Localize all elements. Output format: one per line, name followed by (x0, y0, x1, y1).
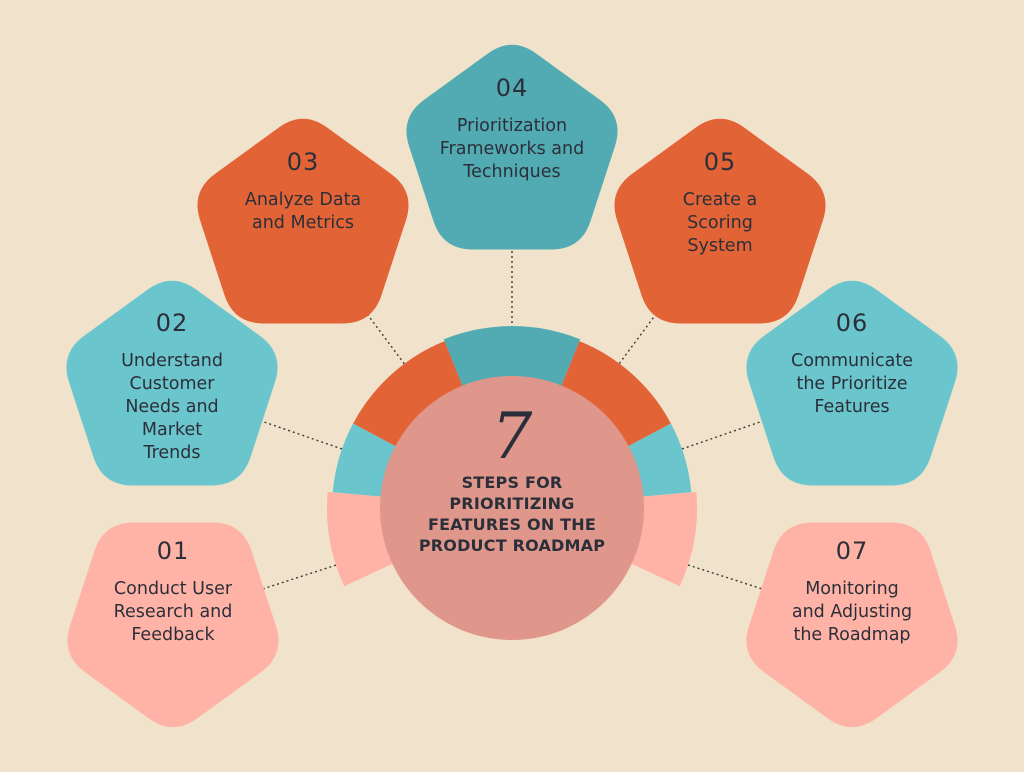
step-text-line: System (687, 236, 753, 256)
step-text-line: Conduct User (113, 579, 233, 599)
center-title-line: FEATURES ON THE (427, 515, 597, 534)
step-shapes (66, 44, 958, 728)
step-text-line: Feedback (131, 625, 215, 645)
center-title: STEPS FOR PRIORITIZING FEATURES ON THE P… (385, 472, 639, 556)
step-03: 03 Analyze Data and Metrics (203, 148, 403, 235)
step-number: 04 (495, 74, 529, 102)
step-text: Communicate the Prioritize Features (752, 350, 952, 419)
step-text-line: the Prioritize (796, 374, 908, 394)
step-text: Understand Customer Needs and Market Tre… (72, 350, 272, 465)
connector-line (677, 417, 772, 452)
center-ring (326, 326, 698, 587)
step-text-line: Market (141, 420, 203, 440)
ring-segment (353, 341, 467, 452)
step-pentagon (406, 44, 618, 250)
ring-segment (443, 326, 581, 397)
step-text-line: and Metrics (251, 213, 354, 233)
step-text-line: Techniques (463, 162, 561, 182)
step-pentagon (614, 118, 826, 324)
step-number: 05 (703, 148, 737, 176)
step-pentagon (746, 522, 958, 728)
connector-line (678, 561, 772, 593)
step-text: Monitoring and Adjusting the Roadmap (752, 578, 952, 647)
step-pentagon (66, 280, 278, 486)
step-number: 07 (835, 537, 869, 565)
connector-line (253, 561, 346, 593)
step-pentagon (746, 280, 958, 486)
step-05: 05 Create a Scoring System (620, 148, 820, 258)
step-text-line: the Roadmap (793, 625, 911, 645)
step-06: 06 Communicate the Prioritize Features (752, 309, 952, 419)
step-text-line: Features (814, 397, 890, 417)
step-number: 01 (156, 537, 190, 565)
ring-segment (557, 341, 671, 452)
step-text: Conduct User Research and Feedback (73, 578, 273, 647)
step-text-line: Needs and (125, 397, 219, 417)
step-text: Create a Scoring System (620, 189, 820, 258)
step-number: 03 (286, 148, 320, 176)
step-text-line: Customer (129, 374, 215, 394)
step-02: 02 Understand Customer Needs and Market … (72, 309, 272, 465)
step-text: Analyze Data and Metrics (203, 189, 403, 235)
step-01: 01 Conduct User Research and Feedback (73, 537, 273, 647)
center-numeral: 7 (492, 400, 533, 474)
center-title-line: PRIORITIZING (449, 494, 575, 513)
center-title-line: STEPS FOR (461, 473, 563, 492)
step-text: Prioritization Frameworks and Techniques (402, 115, 622, 184)
step-text-line: Research and (113, 602, 233, 622)
step-text-line: Analyze Data (244, 190, 362, 210)
step-text-line: and Adjusting (791, 602, 913, 622)
step-07: 07 Monitoring and Adjusting the Roadmap (752, 537, 952, 647)
connector-lines (252, 239, 772, 593)
step-text-line: Trends (143, 443, 201, 463)
step-text-line: Communicate (790, 351, 914, 371)
step-number: 02 (155, 309, 189, 337)
step-text-line: Understand (121, 351, 223, 371)
step-text-line: Frameworks and (439, 139, 585, 159)
center-title-line: PRODUCT ROADMAP (418, 536, 606, 555)
step-text-line: Monitoring (805, 579, 899, 599)
step-04: 04 Prioritization Frameworks and Techniq… (402, 74, 622, 184)
center-circle (380, 376, 644, 640)
step-pentagon (197, 118, 409, 324)
step-pentagon (67, 522, 279, 728)
connector-line (252, 417, 347, 452)
step-text-line: Prioritization (456, 116, 568, 136)
step-text-line: Scoring (687, 213, 753, 233)
step-text-line: Create a (682, 190, 758, 210)
step-number: 06 (835, 309, 869, 337)
